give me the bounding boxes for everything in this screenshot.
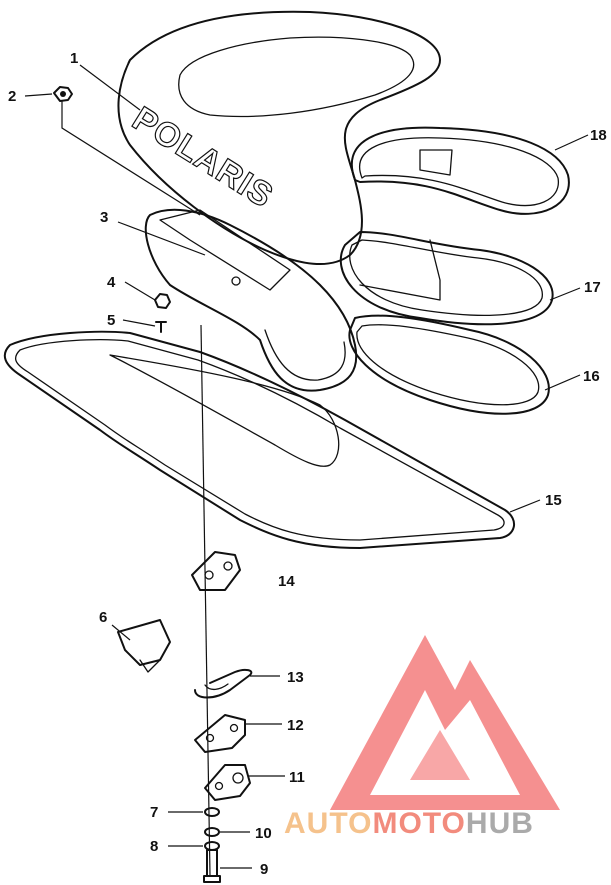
callout-11: 11 bbox=[289, 769, 305, 786]
watermark-hub: HUB bbox=[466, 807, 534, 840]
callout-4: 4 bbox=[107, 274, 116, 291]
part-13-hook bbox=[194, 668, 253, 699]
fastener-stack bbox=[203, 807, 221, 883]
callout-15: 15 bbox=[545, 492, 562, 509]
svg-text:AUTOMOTOHUB: AUTOMOTOHUB bbox=[284, 807, 534, 840]
part-16-lower-pad bbox=[348, 314, 550, 415]
watermark-triangle-icon bbox=[330, 635, 560, 810]
callout-6: 6 bbox=[99, 609, 107, 626]
watermark-auto: AUTO bbox=[284, 807, 372, 840]
callout-13: 13 bbox=[287, 669, 304, 686]
callout-12: 12 bbox=[287, 717, 304, 734]
callout-7: 7 bbox=[150, 804, 158, 821]
callout-17: 17 bbox=[584, 279, 601, 296]
part-17-mid-pad bbox=[339, 231, 554, 326]
part-4-nut bbox=[154, 293, 171, 309]
callout-14: 14 bbox=[278, 573, 295, 590]
watermark-wordmark: AUTOMOTOHUB bbox=[284, 807, 534, 840]
callout-9: 9 bbox=[260, 861, 268, 878]
watermark-moto: MOTO bbox=[372, 807, 465, 840]
part-18-rear-pad bbox=[350, 126, 570, 215]
callout-2: 2 bbox=[8, 88, 16, 105]
part-1-seat-cover: POLARIS bbox=[117, 10, 441, 266]
part-15-seal bbox=[3, 330, 515, 549]
callout-3: 3 bbox=[100, 209, 108, 226]
part-2-nut bbox=[53, 86, 73, 102]
part-3-seat-base bbox=[144, 208, 358, 392]
part-11-plate bbox=[204, 764, 251, 801]
part-5-screw bbox=[155, 321, 167, 333]
callout-16: 16 bbox=[583, 368, 600, 385]
callout-labels: 1 2 3 4 5 6 7 8 9 10 11 12 13 14 15 16 1… bbox=[8, 50, 607, 878]
callout-18: 18 bbox=[590, 127, 607, 144]
callout-1: 1 bbox=[70, 50, 78, 67]
part-6-clip bbox=[117, 619, 171, 673]
callout-5: 5 bbox=[107, 312, 115, 329]
callout-8: 8 bbox=[150, 838, 158, 855]
part-12-plate bbox=[194, 714, 246, 753]
callout-10: 10 bbox=[255, 825, 272, 842]
leader-lines bbox=[24, 64, 589, 869]
watermark-inner-icon bbox=[410, 730, 470, 780]
part-14-bracket bbox=[191, 551, 241, 591]
seat-brand-text: POLARIS bbox=[126, 100, 280, 216]
watermark-logo bbox=[330, 635, 560, 810]
